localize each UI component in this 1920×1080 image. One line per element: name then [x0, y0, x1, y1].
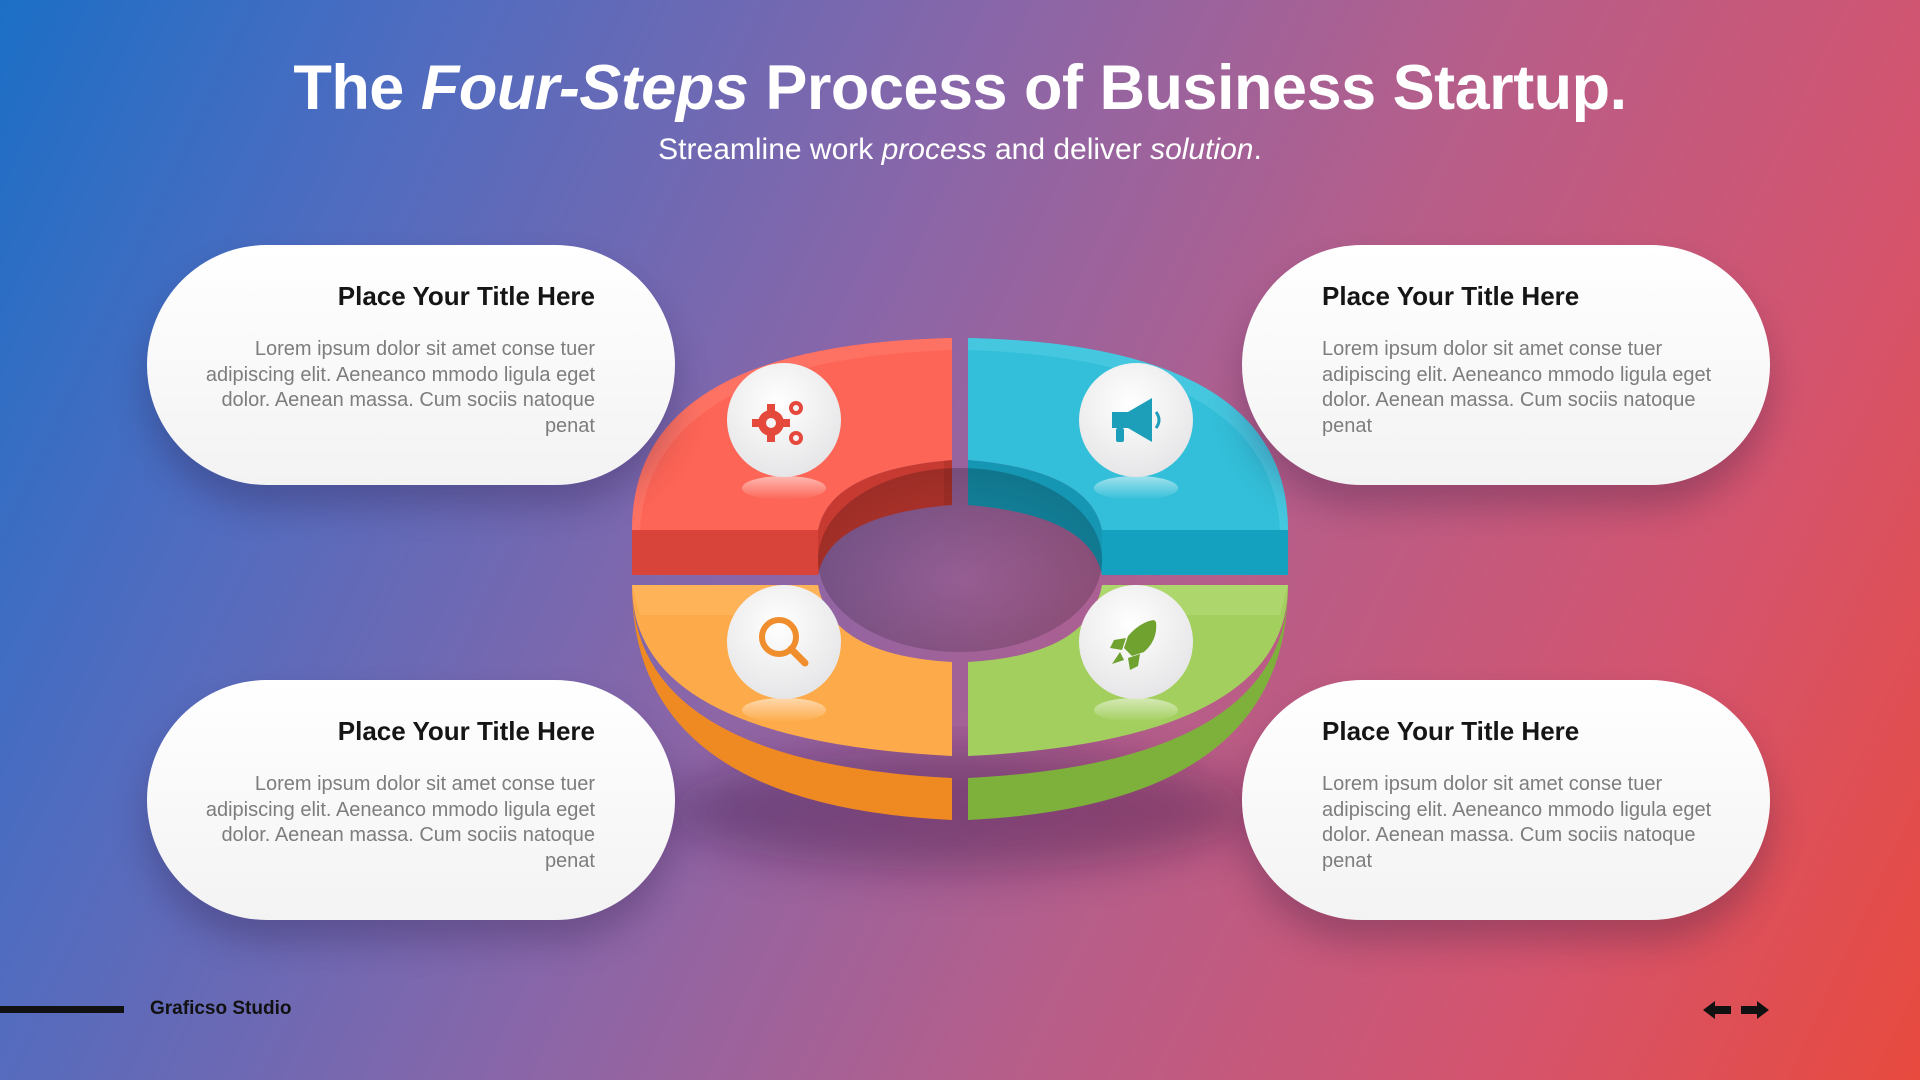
title-emphasis: Four-Steps: [420, 53, 749, 123]
rocket-icon: [1110, 620, 1157, 670]
title-text-end: Process of Business Startup.: [748, 53, 1627, 123]
badge-rocket: [1079, 585, 1193, 722]
search-icon: [759, 617, 809, 667]
gears-icon: [752, 401, 803, 445]
badge-megaphone: [1079, 363, 1193, 500]
page-subtitle: Streamline work process and deliver solu…: [0, 133, 1920, 167]
step-card-4: Place Your Title Here Lorem ipsum dolor …: [1242, 680, 1770, 920]
subtitle-emphasis-2: solution: [1150, 133, 1254, 166]
brand-name: Graficso Studio: [150, 998, 292, 1019]
step-title: Place Your Title Here: [1322, 281, 1580, 311]
badge-gears: [727, 363, 841, 500]
step-body: Lorem ipsum dolor sit amet conse tuer ad…: [205, 338, 595, 437]
step-title: Place Your Title Here: [337, 281, 595, 311]
step-body: Lorem ipsum dolor sit amet conse tuer ad…: [1322, 773, 1712, 872]
ring-hole: [818, 468, 1102, 652]
step-title: Place Your Title Here: [1322, 716, 1580, 746]
subtitle-text: Streamline work: [658, 133, 882, 166]
page-title: The Four-Steps Process of Business Start…: [0, 52, 1920, 124]
step-title: Place Your Title Here: [337, 716, 595, 746]
badge-search: [727, 585, 841, 722]
subtitle-emphasis: process: [881, 133, 987, 166]
arrow-right-icon[interactable]: [1740, 998, 1770, 1022]
subtitle-text-mid: and deliver: [986, 133, 1151, 166]
arrow-left-icon[interactable]: [1702, 998, 1732, 1022]
step-card-2: Place Your Title Here Lorem ipsum dolor …: [1242, 245, 1770, 485]
step-card-1: Place Your Title Here Lorem ipsum dolor …: [147, 245, 675, 485]
title-text: The: [293, 53, 421, 123]
subtitle-text-end: .: [1253, 133, 1262, 166]
megaphone-icon: [1112, 398, 1161, 442]
step-card-3: Place Your Title Here Lorem ipsum dolor …: [147, 680, 675, 920]
step-body: Lorem ipsum dolor sit amet conse tuer ad…: [1322, 338, 1712, 437]
step-body: Lorem ipsum dolor sit amet conse tuer ad…: [205, 773, 595, 872]
footer-rule: [0, 1006, 124, 1013]
